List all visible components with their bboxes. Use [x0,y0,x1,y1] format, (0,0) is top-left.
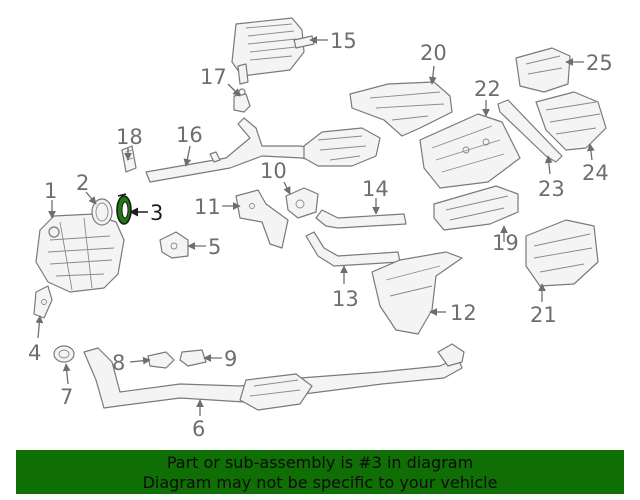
callout-17: 17 [200,65,227,89]
part-4-bracket [33,285,53,319]
part-13-pipe [305,231,401,267]
callout-6: 6 [192,417,205,441]
callout-22: 22 [474,77,501,101]
exhaust-parts-diagram: 1 2 3 4 5 6 7 8 9 10 11 12 13 14 15 16 1… [28,17,613,441]
part-11-bracket [235,189,289,249]
part-21-heat-shield [525,219,599,287]
callout-4: 4 [28,341,41,365]
part-2-gasket [91,198,113,226]
part-15-muffler [231,17,315,85]
part-1-converter [35,213,125,293]
info-banner: Part or sub-assembly is #3 in diagram Di… [16,450,624,494]
part-20-heat-shield [349,81,453,137]
part-12-heat-shield [371,251,463,335]
leader-lines [35,36,595,416]
part-19-heat-shield [433,185,519,231]
callout-21: 21 [530,303,557,327]
banner-line-1: Part or sub-assembly is #3 in diagram [166,453,474,472]
callout-24: 24 [582,161,609,185]
part-14-pipe [315,209,407,229]
callout-12: 12 [450,301,477,325]
callout-20: 20 [420,41,447,65]
callout-numbers: 1 2 3 4 5 6 7 8 9 10 11 12 13 14 15 16 1… [28,29,613,441]
callout-9: 9 [224,347,237,371]
callout-10: 10 [260,159,287,183]
part-3-highlighted-seal [116,193,132,225]
callout-1: 1 [44,179,57,203]
callout-16: 16 [176,123,203,147]
part-25-heat-shield [515,47,571,93]
part-5-bracket [159,231,189,259]
part-23-bracket [497,99,563,163]
part-8-bracket [147,351,175,369]
part-18-clamp [121,145,137,173]
callout-14: 14 [362,177,389,201]
part-24-heat-shield [535,91,607,151]
callout-18: 18 [116,125,143,149]
callout-5: 5 [208,235,221,259]
part-9-bracket [179,349,207,367]
callout-25: 25 [586,51,613,75]
part-10-valve [285,187,319,219]
callout-19: 19 [492,231,519,255]
callout-7: 7 [60,385,73,409]
callout-15: 15 [330,29,357,53]
callout-3: 3 [150,201,163,225]
part-7-flange [53,345,75,363]
banner-line-2: Diagram may not be specific to your vehi… [142,473,498,492]
callout-2: 2 [76,171,89,195]
callout-8: 8 [112,351,125,375]
callout-23: 23 [538,177,565,201]
callout-13: 13 [332,287,359,311]
part-6-front-pipe [83,343,465,411]
callout-11: 11 [194,195,221,219]
part-22-heat-shield [419,113,521,189]
